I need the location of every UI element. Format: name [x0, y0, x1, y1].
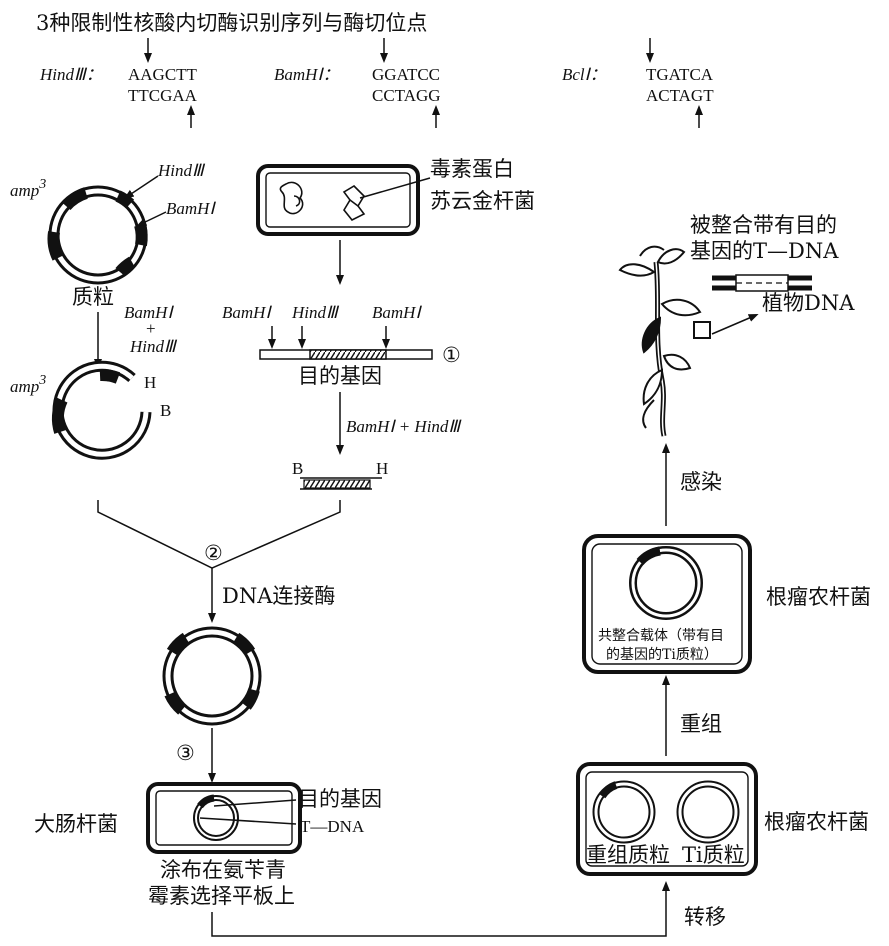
recombine-label: 重组 [680, 712, 722, 736]
infect-label: 感染 [680, 470, 722, 494]
sequence-bottom: ACTAGT [646, 86, 714, 105]
agro-top-name: 根瘤农杆菌 [766, 585, 871, 609]
ecoli-tdna-label: T—DNA [300, 817, 365, 836]
transfer-label: 转移 [684, 905, 726, 929]
cut-enzyme-1: BamHⅠ [124, 303, 174, 322]
open-end-h: H [144, 373, 156, 392]
ti-plasmid [676, 780, 740, 844]
site-bam-pointer [136, 211, 167, 227]
enzyme-hind: HindⅢ： AAGCTT TTCGAA [39, 38, 198, 128]
sequence-bottom: CCTAGG [372, 86, 441, 105]
enzyme-label: BamHⅠ： [274, 65, 339, 84]
gene-site-2: HindⅢ [291, 303, 340, 322]
ecoli-gene-label: 目的基因 [298, 787, 382, 811]
diagram-title: 3种限制性核酸内切酶识别序列与酶切位点 [36, 11, 427, 35]
agro-bottom-box [576, 762, 758, 876]
toxin-crystal-shapes [279, 181, 366, 222]
sequence-top: GGATCC [372, 65, 440, 84]
cointegrate-vector [629, 546, 703, 620]
plasmid-circle [47, 185, 148, 285]
vector-line-2: 的基因的Ti质粒） [606, 646, 718, 663]
open-end-b: B [160, 401, 171, 420]
gene-hatched-region [309, 349, 387, 360]
recombinant-plasmid-small [592, 780, 656, 844]
step-3-marker: ③ [176, 741, 195, 765]
step-1-marker: ① [442, 343, 461, 367]
enzyme-bam: BamHⅠ： GGATCC CCTAGG [274, 38, 441, 128]
site-hind-pointer [123, 175, 159, 199]
ecoli-gene-pointer [213, 799, 297, 807]
gene-end-b: B [292, 459, 303, 478]
tdna-line-2: 基因的T—DNA [690, 239, 839, 263]
gene-end-h: H [376, 459, 388, 478]
enzyme-label: HindⅢ： [39, 65, 103, 84]
sequence-top: TGATCA [646, 65, 714, 84]
gene-site-3: BamHⅠ [372, 303, 422, 322]
recombinant-plasmid [162, 626, 262, 726]
sequence-bottom: TTCGAA [128, 86, 198, 105]
enzyme-bcl: BclⅠ： TGATCA ACTAGT [562, 38, 714, 128]
plant-illustration [618, 245, 702, 437]
recombinant-plasmid-label: 重组质粒 [586, 843, 670, 867]
ligase-label: DNA连接酶 [222, 584, 335, 608]
plate-line-2: 霉素选择平板上 [148, 884, 295, 908]
site-bam-label: BamHⅠ [166, 199, 216, 218]
ecoli-name: 大肠杆菌 [34, 812, 118, 836]
enzyme-label: BclⅠ： [562, 65, 607, 84]
fragment-hatched [303, 479, 371, 489]
plasmid-name: 质粒 [72, 285, 114, 309]
cut-plus: + [146, 319, 156, 338]
vector-line-1: 共整合载体（带有目 [598, 628, 724, 644]
integrated-tdna [712, 274, 812, 292]
agro-bottom-name: 根瘤农杆菌 [764, 810, 869, 834]
plant-cell-pointer [711, 314, 759, 335]
toxin-protein-label: 毒素蛋白 [430, 157, 514, 181]
plate-line-1: 涂布在氨苄青 [160, 858, 286, 882]
ecoli-plasmid [193, 794, 239, 841]
agro-top-box [582, 534, 752, 674]
ti-plasmid-label: Ti质粒 [682, 843, 745, 867]
cut-enzyme-2: HindⅢ [129, 337, 178, 356]
ecoli-box [146, 782, 302, 854]
toxin-pointer [359, 177, 431, 199]
step-2-marker: ② [204, 541, 223, 565]
gene-cut-label: BamHⅠ + HindⅢ [346, 417, 462, 436]
sequence-top: AAGCTT [128, 65, 198, 84]
open-amp-label: amp3 [10, 373, 46, 396]
site-hind-label: HindⅢ [157, 161, 206, 180]
bacillus-box [256, 164, 420, 236]
tdna-line-1: 被整合带有目的 [690, 213, 837, 237]
transfer-connector [211, 881, 670, 937]
open-plasmid [51, 360, 152, 460]
amp-label: amp3 [10, 177, 46, 200]
gene-site-1: BamHⅠ [222, 303, 272, 322]
gene-name: 目的基因 [298, 364, 382, 388]
ecoli-tdna-pointer [199, 817, 297, 825]
plant-dna-label: 植物DNA [762, 291, 855, 315]
plant-cell-box [693, 321, 711, 339]
bacillus-name: 苏云金杆菌 [430, 189, 535, 213]
